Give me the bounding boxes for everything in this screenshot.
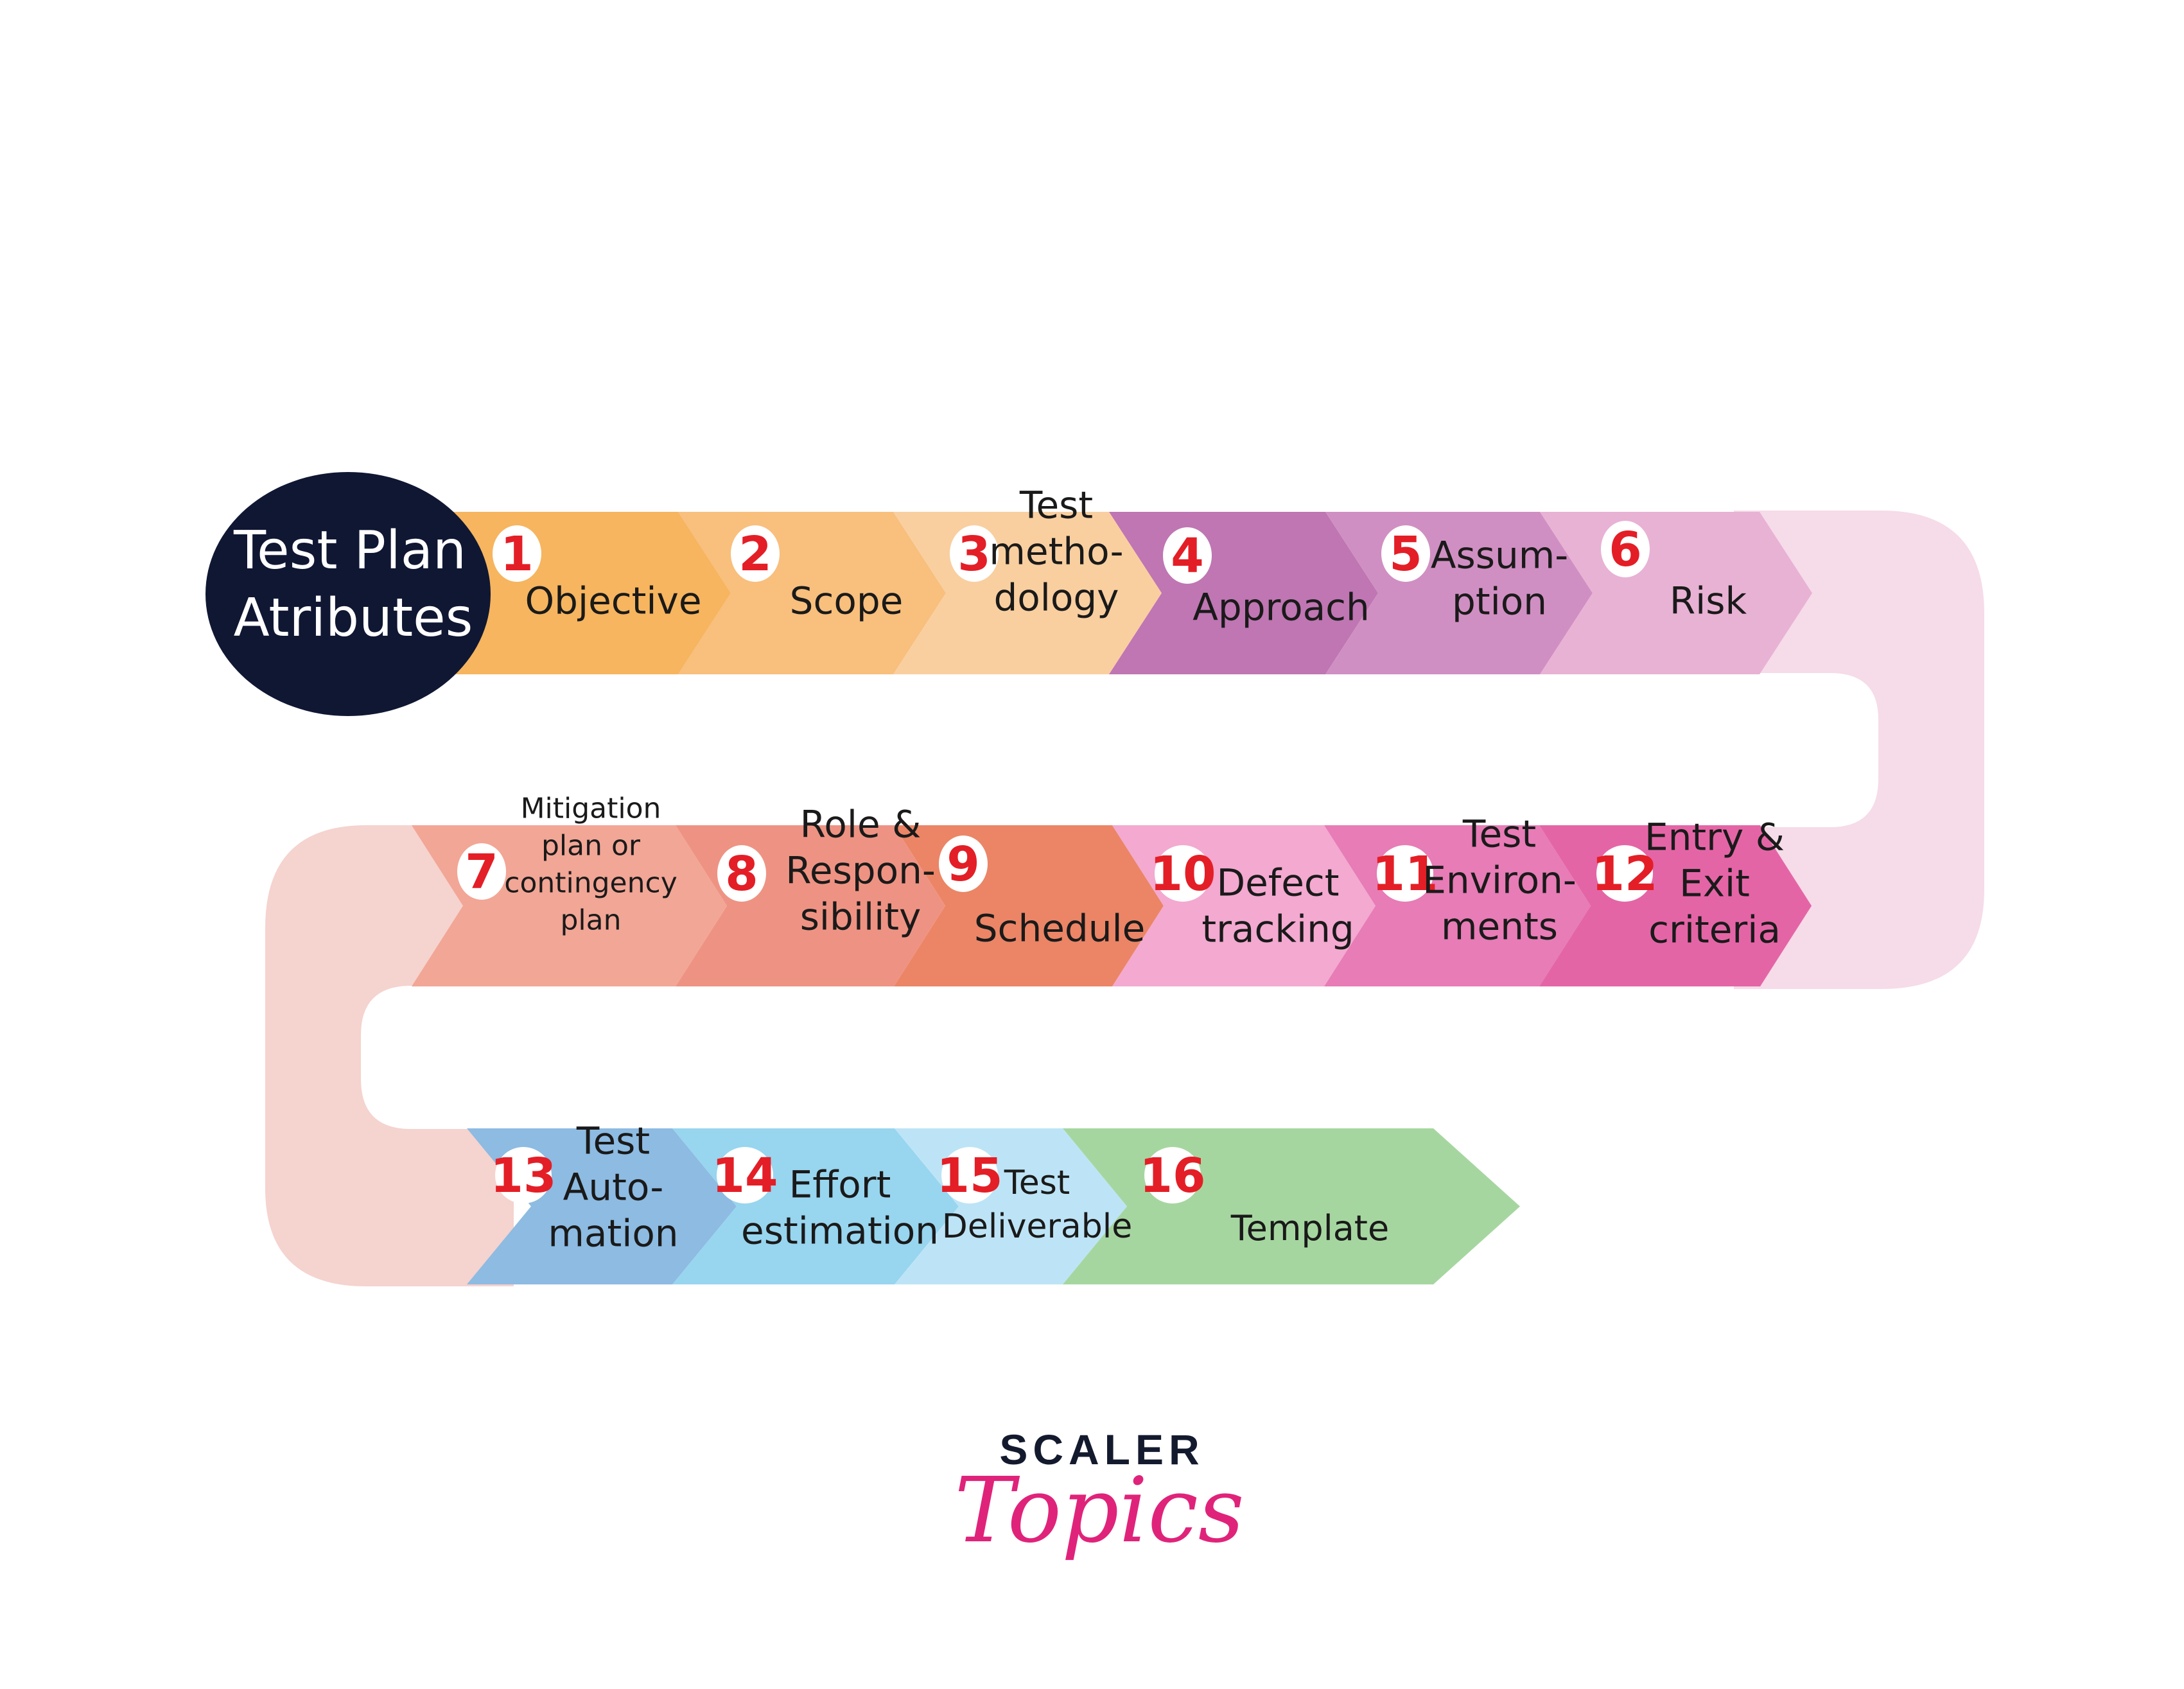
- step-10-number: 10: [1150, 846, 1216, 902]
- step-1-label: Objective: [525, 579, 701, 622]
- step-7-label: plan: [560, 904, 621, 936]
- step-16-number: 16: [1140, 1148, 1206, 1203]
- step-3-label: metho-: [989, 529, 1123, 573]
- step-4-label: Approach: [1192, 585, 1370, 629]
- step-10-badge: [1155, 845, 1211, 902]
- step-15-label: Test: [1004, 1164, 1070, 1202]
- step-6-label: Risk: [1670, 579, 1747, 622]
- step-3-number: 3: [957, 527, 991, 582]
- step-15-label: Deliverable: [942, 1207, 1132, 1246]
- step-9-label: Schedule: [974, 906, 1146, 950]
- step-14-label: estimation: [741, 1209, 939, 1252]
- step-12-label: Exit: [1679, 861, 1750, 905]
- step-7-badge: [457, 843, 506, 900]
- step-3-label: Test: [1019, 483, 1093, 527]
- step-16-badge: [1144, 1147, 1201, 1203]
- step-12-number: 12: [1592, 846, 1658, 902]
- step-7-label: contingency: [504, 866, 677, 899]
- step-6-number: 6: [1609, 522, 1642, 577]
- step-15-number: 15: [937, 1148, 1003, 1203]
- step-6-badge: [1601, 521, 1650, 577]
- step-13-label: Auto-: [563, 1165, 664, 1209]
- step-10-label: Defect: [1216, 861, 1339, 904]
- step-13-number: 13: [491, 1148, 557, 1203]
- step-12-label: Entry &: [1645, 815, 1785, 859]
- step-2-number: 2: [738, 527, 772, 582]
- step-1-number: 1: [500, 527, 534, 582]
- step-5-badge: [1381, 525, 1430, 582]
- step-16-chevron: [1063, 1128, 1520, 1284]
- step-12-label: criteria: [1648, 907, 1781, 951]
- step-1-badge: [493, 525, 541, 582]
- step-7-number: 7: [465, 844, 498, 900]
- step-10-label: tracking: [1201, 907, 1354, 950]
- step-7-label: Mitigation: [521, 792, 661, 825]
- step-14-number: 14: [712, 1148, 778, 1203]
- step-3-label: dology: [993, 575, 1119, 619]
- step-8-label: sibility: [800, 895, 922, 938]
- step-8-number: 8: [725, 846, 758, 902]
- title-line-1: Test Plan: [233, 520, 466, 581]
- step-5-label: ption: [1452, 579, 1547, 623]
- logo-sub: Topics: [954, 1458, 1244, 1563]
- step-11-number: 11: [1372, 846, 1438, 902]
- step-12-badge: [1596, 845, 1653, 902]
- bend-right: [1734, 511, 1984, 989]
- step-3-badge: [950, 525, 999, 582]
- step-16-label: Template: [1230, 1208, 1389, 1248]
- step-13-badge: [495, 1147, 552, 1203]
- step-11-badge: [1377, 845, 1433, 902]
- step-11-label: ments: [1441, 904, 1558, 948]
- step-11-label: Test: [1462, 812, 1536, 855]
- step-5-label: Assum-: [1431, 533, 1568, 577]
- step-8-badge: [717, 845, 766, 902]
- step-11-label: Environ-: [1422, 858, 1577, 902]
- step-9-badge: [939, 836, 988, 892]
- step-15-badge: [941, 1147, 998, 1203]
- step-2-badge: [731, 525, 780, 582]
- step-14-badge: [717, 1147, 773, 1203]
- step-9-number: 9: [947, 837, 980, 892]
- title-circle: [205, 472, 491, 716]
- step-4-number: 4: [1171, 529, 1204, 584]
- step-7-label: plan or: [541, 829, 641, 862]
- step-5-number: 5: [1389, 527, 1422, 582]
- step-2-label: Scope: [790, 579, 904, 622]
- step-13-label: Test: [576, 1119, 650, 1162]
- title-line-2: Atributes: [234, 588, 473, 649]
- logo-brand: SCALER: [999, 1426, 1204, 1473]
- step-13-label: mation: [548, 1211, 678, 1255]
- step-4-badge: [1163, 527, 1212, 584]
- step-14-label: Effort: [789, 1162, 891, 1206]
- step-8-label: Role &: [800, 802, 922, 846]
- step-8-label: Respon-: [785, 848, 936, 892]
